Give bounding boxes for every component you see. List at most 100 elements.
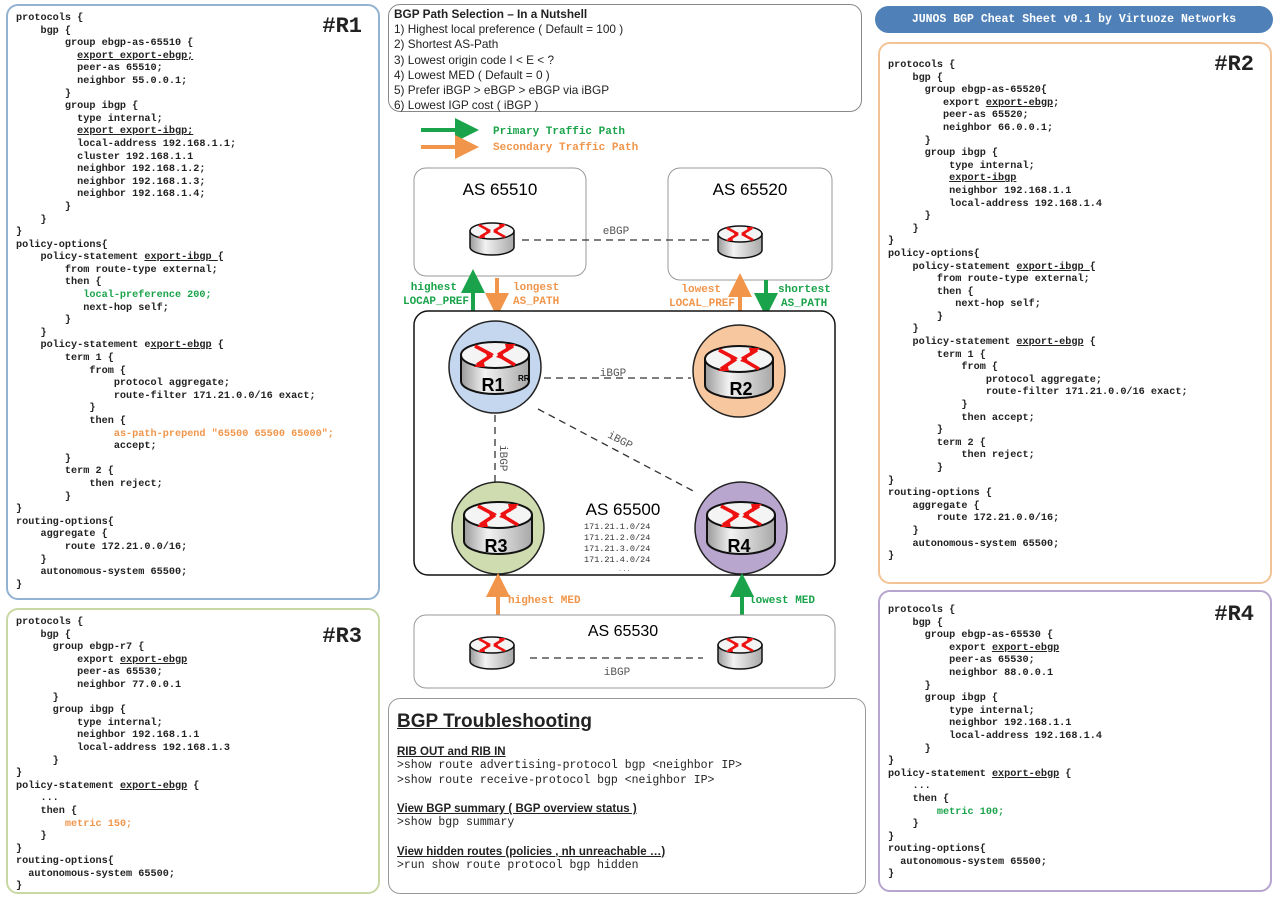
config-text: from route-type external; bbox=[888, 274, 1090, 286]
config-line: policy-options{ bbox=[888, 249, 1270, 262]
config-text: route 172.21.0.0/16; bbox=[16, 541, 188, 553]
r1-up-label-1: highest bbox=[411, 282, 457, 294]
path-selection-item: 3) Lowest origin code I < E < ? bbox=[394, 52, 555, 67]
config-text: } bbox=[16, 315, 72, 327]
config-line: bgp { bbox=[888, 73, 1270, 86]
config-text: } bbox=[888, 525, 919, 537]
prefix-item: 171.21.2.0/24 bbox=[584, 533, 650, 543]
config-text: policy-options{ bbox=[888, 248, 980, 260]
config-line: neighbor 55.0.0.1; bbox=[16, 76, 378, 89]
config-text: type internal; bbox=[16, 717, 163, 729]
config-text: neighbor 192.168.1.1 bbox=[16, 730, 200, 742]
config-text: export bbox=[888, 97, 986, 109]
config-line: group ibgp { bbox=[16, 101, 378, 114]
config-text: bgp { bbox=[16, 629, 72, 641]
config-text: neighbor 192.168.1.4; bbox=[16, 189, 206, 201]
config-text: group ibgp { bbox=[888, 693, 999, 705]
config-text bbox=[888, 173, 949, 184]
config-text: ... bbox=[888, 781, 931, 793]
policy-reference: export-ibgp bbox=[144, 252, 218, 264]
config-line: policy-statement export-ebgp { bbox=[16, 781, 378, 794]
config-text: } bbox=[16, 843, 23, 855]
config-text: group ebgp-as-65510 { bbox=[16, 38, 194, 50]
r1-up-label-2: LOCAP_PREF bbox=[403, 296, 469, 308]
config-text: aggregate { bbox=[888, 500, 980, 512]
config-line: autonomous-system 65500; bbox=[888, 857, 1270, 870]
config-line: group ibgp { bbox=[888, 148, 1270, 161]
config-line: type internal; bbox=[16, 718, 378, 731]
config-line: } bbox=[888, 476, 1270, 489]
r1-config-code: protocols { bgp { group ebgp-as-65510 { … bbox=[16, 13, 378, 592]
as-65530-box bbox=[413, 614, 836, 689]
config-line: metric 100; bbox=[888, 807, 1270, 820]
config-line: } bbox=[16, 881, 378, 894]
config-text: cluster 192.168.1.1 bbox=[16, 151, 194, 163]
r4-config-panel: protocols { bgp { group ebgp-as-65530 { … bbox=[878, 590, 1272, 892]
config-text: policy-statement e bbox=[16, 340, 151, 352]
config-text: neighbor 55.0.0.1; bbox=[16, 75, 188, 87]
summary-section-heading: View BGP summary ( BGP overview status ) bbox=[397, 803, 637, 815]
config-line: aggregate { bbox=[888, 501, 1270, 514]
config-text: } bbox=[888, 425, 944, 437]
r2-config-code: protocols { bgp { group ebgp-as-65520{ e… bbox=[888, 60, 1270, 564]
config-line: } bbox=[16, 580, 378, 593]
config-text: route-filter 171.21.0.0/16 exact; bbox=[16, 390, 316, 402]
as-65530-router-b-icon bbox=[716, 635, 764, 671]
config-line: protocol aggregate; bbox=[888, 375, 1270, 388]
policy-reference: export-ibgp bbox=[1016, 261, 1090, 273]
config-text: policy-options{ bbox=[16, 239, 108, 251]
config-line: protocols { bbox=[888, 605, 1270, 618]
config-line: route-filter 171.21.0.0/16 exact; bbox=[888, 387, 1270, 400]
r2-tag: #R2 bbox=[1214, 52, 1254, 77]
config-text: } bbox=[888, 311, 944, 323]
config-line: } bbox=[888, 744, 1270, 757]
r2-label: R2 bbox=[729, 379, 752, 399]
config-line: } bbox=[16, 89, 378, 102]
summary-command: >show bgp summary bbox=[397, 816, 515, 829]
config-text: } bbox=[16, 692, 59, 704]
troubleshooting-panel: BGP Troubleshooting RIB OUT and RIB IN >… bbox=[388, 698, 866, 894]
config-text: policy-statement bbox=[16, 780, 120, 792]
config-text: peer-as 65530; bbox=[16, 667, 163, 679]
config-line: policy-statement export-ibgp { bbox=[888, 262, 1270, 275]
config-text bbox=[16, 429, 114, 440]
r1-rr-badge: RR bbox=[518, 374, 530, 383]
config-text: aggregate { bbox=[16, 529, 108, 541]
highlighted-config: local-preference 200; bbox=[83, 290, 212, 302]
config-line: group ebgp-as-65510 { bbox=[16, 38, 378, 51]
config-text: then { bbox=[16, 805, 78, 817]
config-line: policy-statement export-ebgp { bbox=[888, 337, 1270, 350]
config-text: protocols { bbox=[16, 13, 84, 24]
config-text: protocols { bbox=[16, 617, 84, 628]
config-line: policy-options{ bbox=[16, 240, 378, 253]
config-line: } bbox=[16, 215, 378, 228]
config-line: neighbor 192.168.1.1 bbox=[888, 186, 1270, 199]
config-line: local-address 192.168.1.4 bbox=[888, 731, 1270, 744]
config-text: peer-as 65510; bbox=[16, 63, 163, 75]
config-line: then accept; bbox=[888, 413, 1270, 426]
config-line: neighbor 192.168.1.1 bbox=[888, 718, 1270, 731]
rib-out-command: >show route advertising-protocol bgp <ne… bbox=[397, 759, 743, 772]
config-line: protocols { bbox=[16, 13, 378, 26]
config-line: export export-ibgp; bbox=[16, 126, 378, 139]
config-text: peer-as 65530; bbox=[888, 655, 1035, 667]
config-line: } bbox=[888, 869, 1270, 882]
r3-tag: #R3 bbox=[322, 624, 362, 649]
policy-reference: xport-ebgp bbox=[150, 340, 212, 352]
config-text: autonomous-system 65500; bbox=[888, 538, 1060, 550]
config-line: } bbox=[16, 768, 378, 781]
config-line: } bbox=[16, 756, 378, 769]
config-line: policy-statement export-ebgp { bbox=[888, 769, 1270, 782]
config-text: { bbox=[1059, 768, 1072, 780]
config-text: } bbox=[888, 400, 968, 412]
config-text: type internal; bbox=[888, 705, 1035, 717]
config-line: bgp { bbox=[888, 618, 1270, 631]
config-line: term 2 { bbox=[888, 438, 1270, 451]
config-line: next-hop self; bbox=[16, 303, 378, 316]
config-text: policy-statement bbox=[888, 261, 1017, 273]
config-text: } bbox=[888, 869, 895, 881]
config-text: routing-options{ bbox=[16, 856, 114, 868]
config-text: policy-statement bbox=[16, 252, 145, 264]
config-line: neighbor 66.0.0.1; bbox=[888, 123, 1270, 136]
config-text: then { bbox=[16, 416, 127, 427]
